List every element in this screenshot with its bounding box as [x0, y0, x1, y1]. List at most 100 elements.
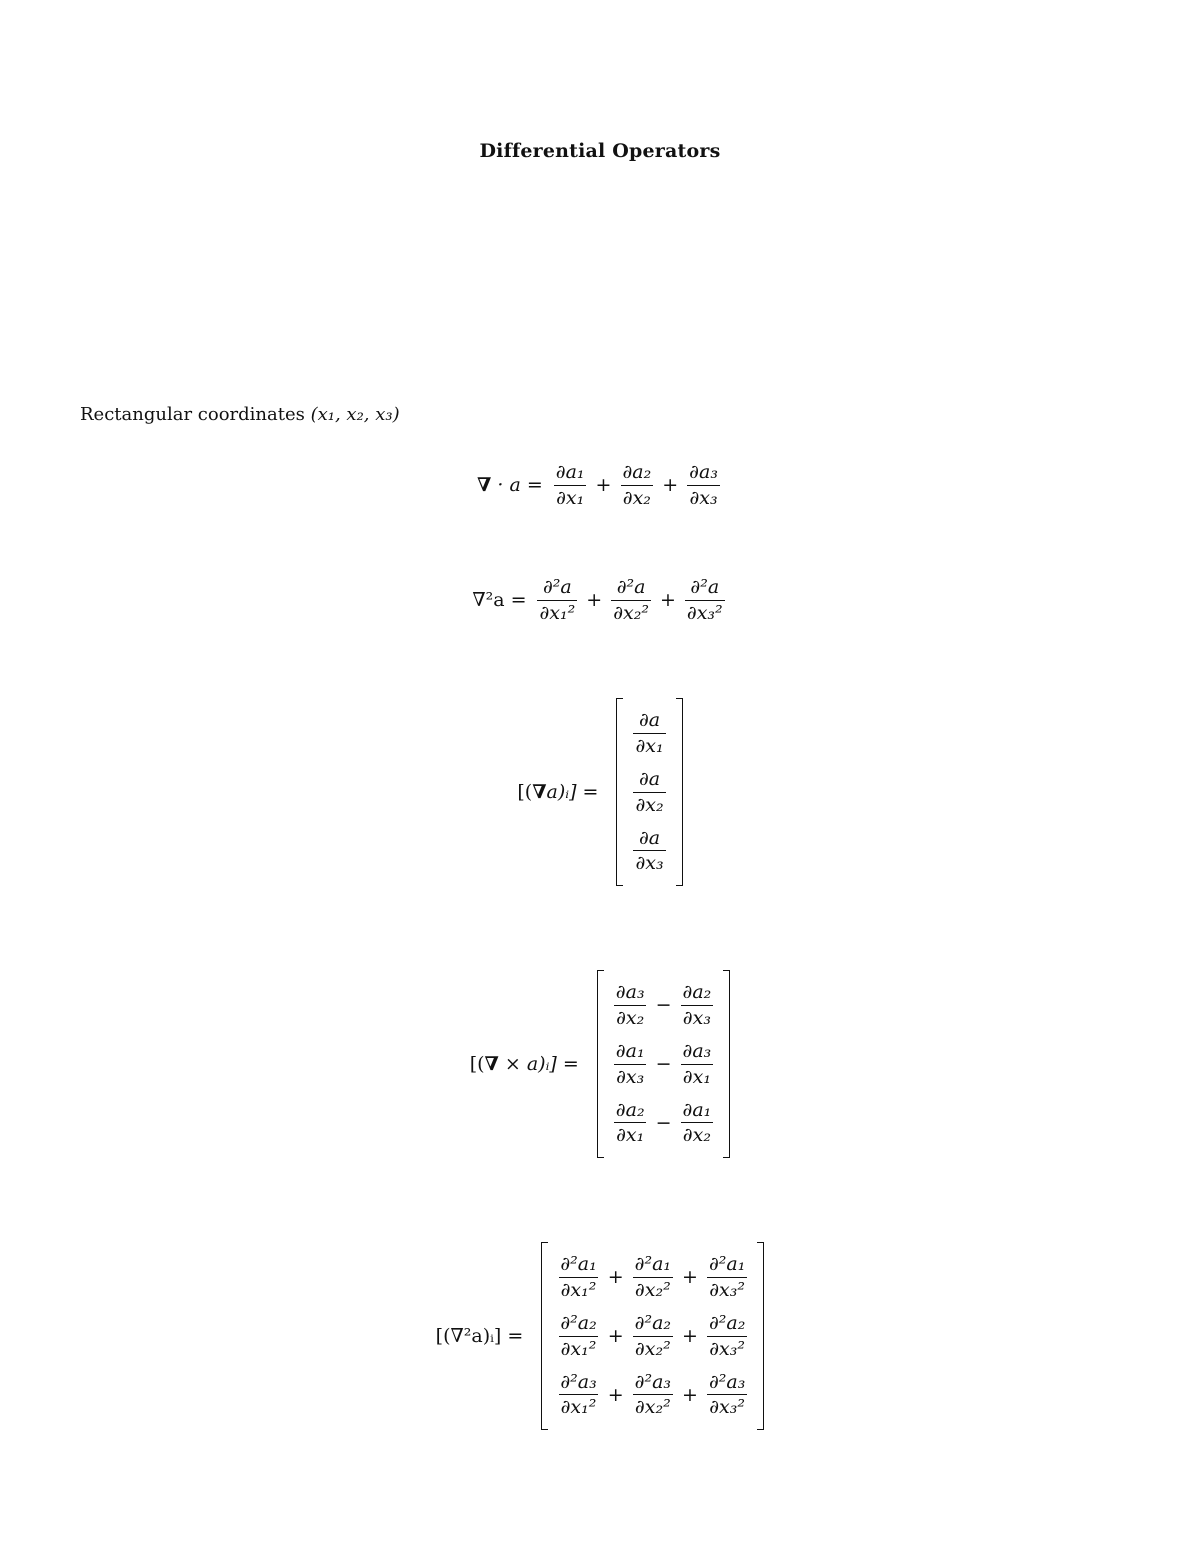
- nabla-symbol: ∇: [532, 781, 547, 804]
- column-vector: ∂²a₁∂x₁² + ∂²a₁∂x₂² + ∂²a₁∂x₃² ∂²a₂∂x₁² …: [541, 1242, 765, 1431]
- fraction: ∂²a∂x₁²: [537, 576, 578, 624]
- fraction: ∂a∂x₂: [633, 767, 666, 816]
- fraction-numerator: ∂²a: [616, 576, 646, 598]
- fraction-numerator: ∂a₂: [682, 981, 712, 1003]
- operator-plus: +: [682, 1266, 698, 1289]
- fraction: ∂a₂∂x₂: [620, 462, 653, 509]
- fraction-denominator: ∂x₂²: [632, 1394, 673, 1419]
- fraction: ∂a₁∂x₂: [680, 1098, 714, 1147]
- operator-minus: −: [655, 1053, 672, 1076]
- fraction: ∂²a₂∂x₂²: [632, 1311, 673, 1360]
- fraction-numerator: ∂a₁: [615, 1039, 645, 1062]
- equation-lhs: ∇²a =: [472, 589, 527, 612]
- fraction-denominator: ∂x₂: [680, 1122, 713, 1147]
- matrix-row: ∂a₂∂x₁ − ∂a₁∂x₂: [611, 1098, 716, 1147]
- fraction: ∂²a∂x₂²: [611, 577, 651, 624]
- fraction-denominator: ∂x₂: [633, 791, 666, 816]
- operator-plus: +: [586, 589, 603, 612]
- operator-plus: +: [659, 589, 676, 612]
- math-text: a)ᵢ] =: [546, 781, 599, 804]
- math-text: [(: [517, 781, 533, 804]
- column-vector: ∂a₃∂x₂ − ∂a₂∂x₃ ∂a₁∂x₃ − ∂a₃∂x₁ ∂a₂∂x₁ −…: [596, 970, 731, 1159]
- equation-curl: [(∇ × a)ᵢ] = ∂a₃∂x₂ − ∂a₂∂x₃ ∂a₁∂x₃ − ∂a…: [0, 970, 1200, 1159]
- fraction: ∂a₁∂x₁: [554, 462, 587, 509]
- matrix-row: ∂a∂x₂: [630, 767, 668, 816]
- fraction-denominator: ∂x₃²: [684, 599, 725, 624]
- fraction-numerator: ∂²a: [690, 576, 720, 598]
- operator-plus: +: [682, 1383, 698, 1406]
- fraction-numerator: ∂²a₂: [560, 1311, 597, 1334]
- fraction-numerator: ∂²a₃: [634, 1370, 672, 1393]
- section-coordinates: (x₁, x₂, x₃): [310, 404, 400, 425]
- fraction-denominator: ∂x₃²: [707, 1276, 748, 1301]
- section-heading: Rectangular coordinates (x₁, x₂, x₃): [80, 404, 400, 425]
- column-vector: ∂a∂x₁ ∂a∂x₂ ∂a∂x₃: [616, 698, 683, 887]
- fraction: ∂a₂∂x₃: [680, 981, 714, 1029]
- equation-lhs: [(∇a)ᵢ] =: [517, 781, 598, 803]
- fraction-denominator: ∂x₃: [633, 850, 666, 875]
- fraction-numerator: ∂a₁: [682, 1098, 712, 1121]
- matrix-row: ∂a∂x₃: [630, 826, 668, 875]
- fraction-numerator: ∂²a₂: [634, 1311, 672, 1334]
- operator-plus: +: [607, 1325, 624, 1348]
- operator-plus: +: [662, 474, 679, 497]
- fraction-denominator: ∂x₃²: [707, 1394, 748, 1419]
- fraction-numerator: ∂²a₁: [708, 1253, 746, 1275]
- fraction-denominator: ∂x₁: [680, 1063, 713, 1088]
- fraction-numerator: ∂a₃: [615, 981, 645, 1003]
- fraction: ∂a₁∂x₃: [614, 1039, 647, 1088]
- section-label-text: Rectangular coordinates: [80, 404, 305, 425]
- fraction-numerator: ∂²a₁: [634, 1253, 672, 1275]
- fraction-numerator: ∂a: [638, 826, 661, 849]
- operator-minus: −: [655, 1111, 672, 1134]
- fraction-denominator: ∂x₃²: [707, 1335, 748, 1360]
- fraction: ∂a∂x₃: [633, 826, 666, 875]
- math-text: × a)ᵢ] =: [498, 1053, 579, 1076]
- fraction-numerator: ∂a: [638, 767, 661, 790]
- fraction: ∂a∂x₁: [633, 710, 666, 757]
- operator-plus: +: [607, 1383, 624, 1406]
- fraction-numerator: ∂²a₃: [708, 1370, 746, 1393]
- math-text: · a =: [491, 474, 543, 497]
- fraction-denominator: ∂x₁: [633, 732, 666, 757]
- fraction-denominator: ∂x₁²: [558, 1394, 599, 1419]
- fraction-numerator: ∂a₃: [682, 1039, 712, 1062]
- fraction: ∂a₂∂x₁: [614, 1098, 647, 1147]
- fraction: ∂²a₂∂x₃²: [707, 1312, 748, 1360]
- equation-vector-laplacian: [(∇²a)ᵢ] = ∂²a₁∂x₁² + ∂²a₁∂x₂² + ∂²a₁∂x₃…: [0, 1242, 1200, 1431]
- matrix-row: ∂²a₃∂x₁² + ∂²a₃∂x₂² + ∂²a₃∂x₃²: [555, 1370, 750, 1419]
- operator-plus: +: [595, 474, 612, 497]
- nabla-symbol: ∇: [477, 474, 492, 497]
- fraction-denominator: ∂x₂: [614, 1004, 647, 1029]
- operator-minus: −: [655, 994, 672, 1017]
- equation-gradient: [(∇a)ᵢ] = ∂a∂x₁ ∂a∂x₂ ∂a∂x₃: [0, 698, 1200, 887]
- matrix-row: ∂²a₂∂x₁² + ∂²a₂∂x₂² + ∂²a₂∂x₃²: [555, 1311, 750, 1360]
- fraction: ∂²a₃∂x₃²: [707, 1370, 748, 1419]
- fraction-denominator: ∂x₃: [614, 1063, 647, 1088]
- fraction: ∂²a∂x₃²: [684, 576, 725, 624]
- equation-lhs: [(∇²a)ᵢ] =: [435, 1325, 524, 1348]
- operator-plus: +: [682, 1325, 698, 1348]
- fraction-denominator: ∂x₂: [620, 484, 653, 509]
- fraction: ∂²a₃∂x₁²: [558, 1371, 599, 1419]
- fraction: ∂²a₁∂x₃²: [707, 1253, 748, 1301]
- fraction-denominator: ∂x₃: [680, 1004, 713, 1029]
- fraction: ∂²a₁∂x₂²: [632, 1253, 673, 1301]
- fraction-numerator: ∂²a: [542, 576, 572, 598]
- fraction-numerator: ∂a₂: [615, 1098, 645, 1121]
- page-title: Differential Operators: [479, 140, 721, 162]
- matrix-row: ∂a₁∂x₃ − ∂a₃∂x₁: [611, 1039, 716, 1088]
- equation-lhs: ∇ · a =: [477, 474, 543, 496]
- matrix-row: ∂²a₁∂x₁² + ∂²a₁∂x₂² + ∂²a₁∂x₃²: [555, 1254, 750, 1301]
- equation-laplacian-scalar: ∇²a = ∂²a∂x₁² + ∂²a∂x₂² + ∂²a∂x₃²: [0, 577, 1200, 624]
- fraction: ∂²a₂∂x₁²: [558, 1311, 599, 1360]
- fraction-numerator: ∂a₂: [622, 461, 652, 483]
- fraction-numerator: ∂a₃: [689, 461, 718, 483]
- equation-divergence: ∇ · a = ∂a₁∂x₁ + ∂a₂∂x₂ + ∂a₃∂x₃: [0, 462, 1200, 509]
- fraction-numerator: ∂²a₁: [560, 1253, 597, 1275]
- fraction: ∂²a₃∂x₂²: [632, 1370, 673, 1419]
- fraction-denominator: ∂x₁²: [537, 599, 578, 624]
- fraction: ∂²a₁∂x₁²: [558, 1253, 599, 1301]
- fraction: ∂a₃∂x₂: [614, 982, 647, 1029]
- fraction-denominator: ∂x₂²: [611, 599, 651, 624]
